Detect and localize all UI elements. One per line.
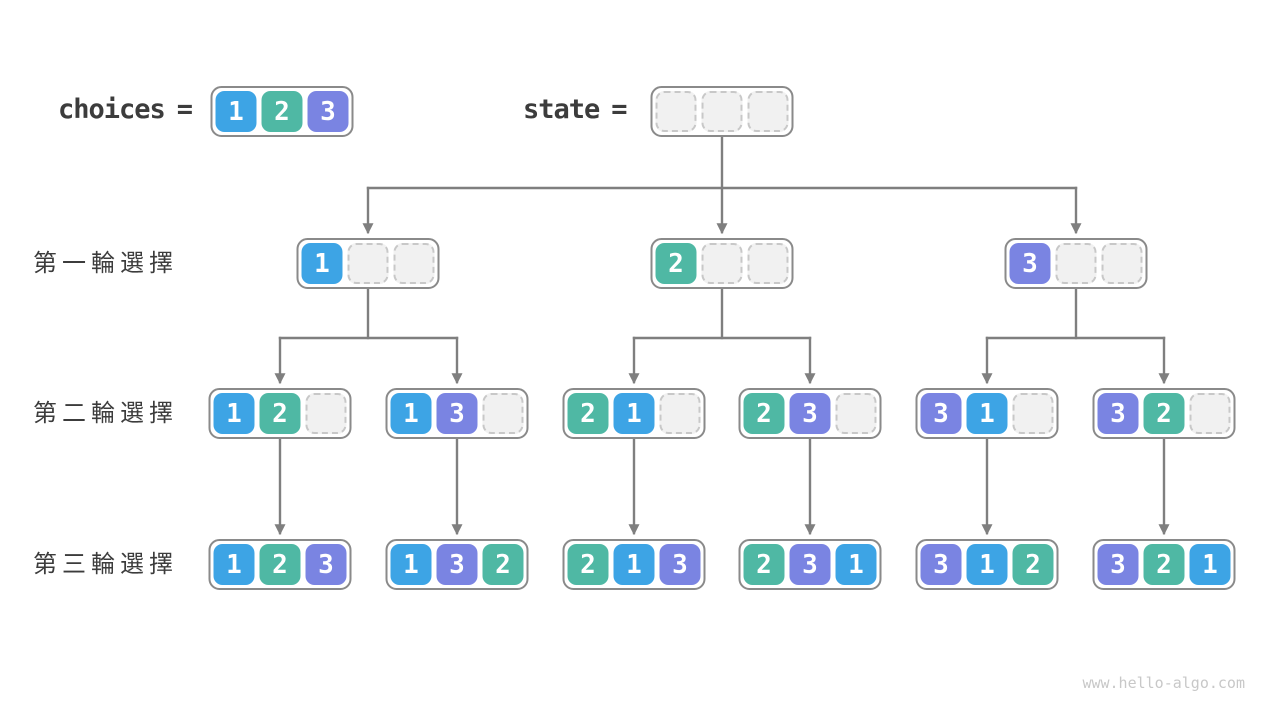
empty-slot-cell (701, 243, 743, 284)
value-cell-1: 1 (1189, 544, 1231, 585)
value-cell-1: 1 (390, 393, 432, 434)
value-cell-1: 1 (390, 544, 432, 585)
round-label-1: 第一輪選擇 (33, 249, 178, 277)
value-cell-3: 3 (305, 544, 347, 585)
empty-slot-cell (1189, 393, 1231, 434)
round-label-2: 第二輪選擇 (33, 399, 178, 427)
state-node-round-1: 2 (650, 238, 794, 289)
value-cell-3: 3 (920, 393, 962, 434)
value-cell-3: 3 (789, 393, 831, 434)
state-equals-sign: = (611, 94, 627, 125)
value-cell-2: 2 (261, 91, 303, 132)
empty-slot-cell (835, 393, 877, 434)
value-cell-3: 3 (1009, 243, 1051, 284)
value-cell-3: 3 (1097, 393, 1139, 434)
value-cell-2: 2 (259, 544, 301, 585)
value-cell-3: 3 (1097, 544, 1139, 585)
empty-slot-cell (1012, 393, 1054, 434)
empty-slot-cell (1055, 243, 1097, 284)
value-cell-1: 1 (613, 544, 655, 585)
value-cell-1: 1 (215, 91, 257, 132)
state-label-text: state (523, 94, 600, 125)
state-label: state = (523, 94, 628, 125)
watermark: www.hello-algo.com (1082, 674, 1245, 692)
value-cell-2: 2 (1012, 544, 1054, 585)
value-cell-2: 2 (1143, 544, 1185, 585)
empty-slot-cell (655, 91, 697, 132)
value-cell-2: 2 (482, 544, 524, 585)
value-cell-3: 3 (436, 544, 478, 585)
value-cell-1: 1 (613, 393, 655, 434)
empty-slot-cell (482, 393, 524, 434)
value-cell-1: 1 (835, 544, 877, 585)
value-cell-1: 1 (966, 393, 1008, 434)
value-cell-3: 3 (659, 544, 701, 585)
empty-slot-cell (393, 243, 435, 284)
value-cell-2: 2 (1143, 393, 1185, 434)
value-cell-2: 2 (743, 393, 785, 434)
value-cell-3: 3 (436, 393, 478, 434)
state-node-round-1: 3 (1004, 238, 1148, 289)
round-label-3: 第三輪選擇 (33, 550, 178, 578)
empty-slot-cell (659, 393, 701, 434)
choices-label: choices = (58, 94, 193, 125)
choices-label-text: choices (58, 94, 166, 125)
choices-equals-sign: = (176, 94, 193, 125)
empty-slot-cell (747, 243, 789, 284)
value-cell-1: 1 (966, 544, 1008, 585)
empty-slot-cell (347, 243, 389, 284)
empty-slot-cell (747, 91, 789, 132)
value-cell-1: 1 (213, 544, 255, 585)
value-cell-2: 2 (567, 544, 609, 585)
value-cell-1: 1 (301, 243, 343, 284)
value-cell-3: 3 (789, 544, 831, 585)
value-cell-2: 2 (567, 393, 609, 434)
value-cell-3: 3 (920, 544, 962, 585)
empty-slot-cell (701, 91, 743, 132)
value-cell-2: 2 (259, 393, 301, 434)
state-array-box (650, 86, 794, 137)
empty-slot-cell (1101, 243, 1143, 284)
value-cell-2: 2 (655, 243, 697, 284)
value-cell-1: 1 (213, 393, 255, 434)
state-node-round-1: 1 (296, 238, 440, 289)
empty-slot-cell (305, 393, 347, 434)
value-cell-3: 3 (307, 91, 349, 132)
value-cell-2: 2 (743, 544, 785, 585)
